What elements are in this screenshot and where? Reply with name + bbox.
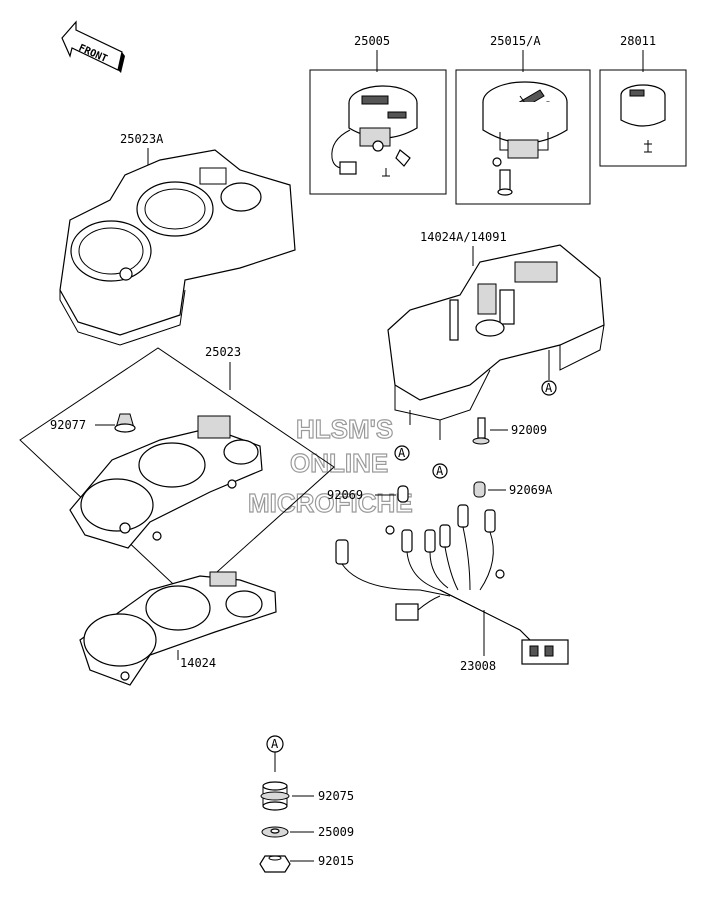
ref-marker-a-4: A [266, 735, 284, 772]
part-25023a-group[interactable]: 25023A [59, 132, 296, 346]
label-92009: 92009 [511, 423, 547, 437]
part-92077-group[interactable]: 92077 [50, 413, 136, 433]
part-92069a-group[interactable]: 92069A [473, 481, 553, 498]
label-25009: 25009 [318, 825, 354, 839]
part-23008-group[interactable]: 23008 [335, 504, 569, 673]
part-25005-group[interactable]: 25005 [309, 34, 447, 195]
front-arrow-icon: FRONT [61, 20, 125, 73]
label-25023: 25023 [205, 345, 241, 359]
part-25015a-group[interactable]: 25015/A [455, 34, 591, 205]
part-92069-group[interactable]: 92069 [327, 485, 409, 503]
part-92009-group[interactable]: 92009 [472, 417, 547, 445]
part-28011-group[interactable]: 28011 [599, 34, 687, 167]
ref-marker-a-4-text: A [271, 737, 279, 751]
label-14024a: 14024A/14091 [420, 230, 507, 244]
watermark-line-2: ONLINE [290, 448, 388, 478]
ref-marker-a-1: A [541, 380, 557, 396]
label-92077: 92077 [50, 418, 86, 432]
part-25009-group[interactable]: 25009 [261, 825, 354, 839]
label-92015: 92015 [318, 854, 354, 868]
label-23008: 23008 [460, 659, 496, 673]
label-25015a: 25015/A [490, 34, 541, 48]
ref-marker-a-1-text: A [545, 381, 553, 395]
label-25005: 25005 [354, 34, 390, 48]
label-92075: 92075 [318, 789, 354, 803]
label-14024: 14024 [180, 656, 216, 670]
label-92069a: 92069A [509, 483, 553, 497]
watermark-line-1: HLSM'S [296, 414, 393, 444]
ref-marker-a-2: A [394, 445, 410, 461]
ref-marker-a-2-text: A [398, 446, 406, 460]
part-14024-group[interactable]: 14024 [79, 571, 277, 686]
part-25023-group[interactable]: 25023 [19, 345, 335, 599]
label-92069: 92069 [327, 488, 363, 502]
ref-marker-a-3: A [432, 463, 448, 479]
part-92015-group[interactable]: 92015 [259, 854, 354, 873]
label-25023a: 25023A [120, 132, 164, 146]
watermark: HLSM'S ONLINE MICROFICHE [247, 413, 413, 518]
part-14024a-group[interactable]: 14024A/14091 [387, 230, 605, 440]
label-28011: 28011 [620, 34, 656, 48]
ref-marker-a-3-text: A [436, 464, 444, 478]
watermark-line-3: MICROFICHE [248, 488, 413, 518]
part-92075-group[interactable]: 92075 [260, 781, 354, 811]
